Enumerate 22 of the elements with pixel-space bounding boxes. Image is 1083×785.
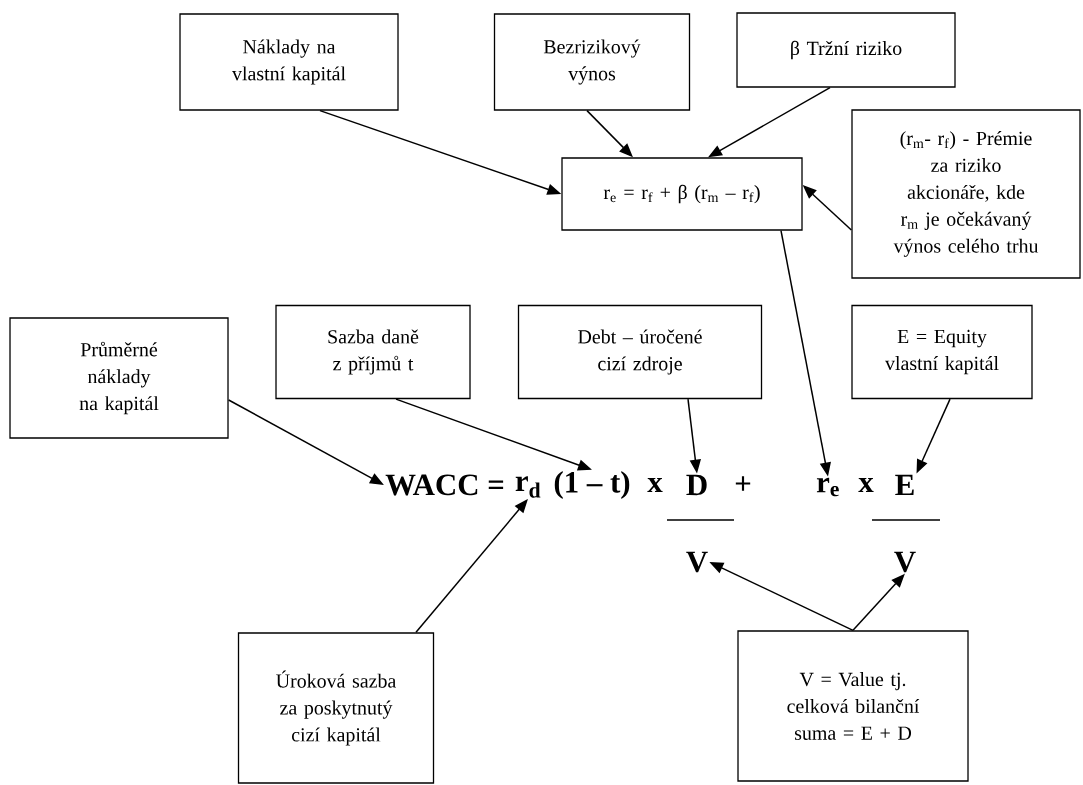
text-box: Průměrné náklady na kapitál — [9, 317, 229, 439]
formula-term: V — [894, 551, 916, 573]
text-box: Náklady na vlastní kapitál — [179, 13, 399, 111]
text-box: Bezrizikový výnos — [493, 13, 691, 111]
formula-term: D — [686, 474, 707, 496]
formula-term: WACC = — [385, 474, 504, 496]
formula-term: r$_{d}$ — [515, 476, 541, 498]
operator: x — [858, 477, 874, 493]
text-box: (r$_{m}$- r$_{f}$) - Prémie za riziko akcionáře, kde r$_{m}$ je očekávaný výnos celého trhu — [851, 109, 1081, 279]
operator: x — [647, 477, 663, 493]
text-box: Úroková sazba za poskytnutý cizí kapitál — [237, 632, 435, 784]
formula-term: (1 – t) — [554, 471, 630, 499]
formula-term: r$_{e}$ — [816, 477, 839, 497]
text-box: V = Value tj. celková bilanční suma = E + D — [737, 630, 969, 782]
text-box: Debt – úročené cizí zdroje — [517, 304, 763, 400]
text-box: Sazba daně z příjmů t — [275, 304, 471, 400]
text-box: β Tržní riziko — [736, 12, 956, 88]
text-box: r$_{e}$ = r$_{f}$ + β (r$_{m}$ – r$_{f}$) — [561, 157, 803, 231]
formula-term: V — [686, 551, 708, 573]
text-box: E = Equity vlastní kapitál — [851, 304, 1033, 400]
formula-term: E — [895, 474, 914, 496]
operator: + — [735, 476, 751, 491]
